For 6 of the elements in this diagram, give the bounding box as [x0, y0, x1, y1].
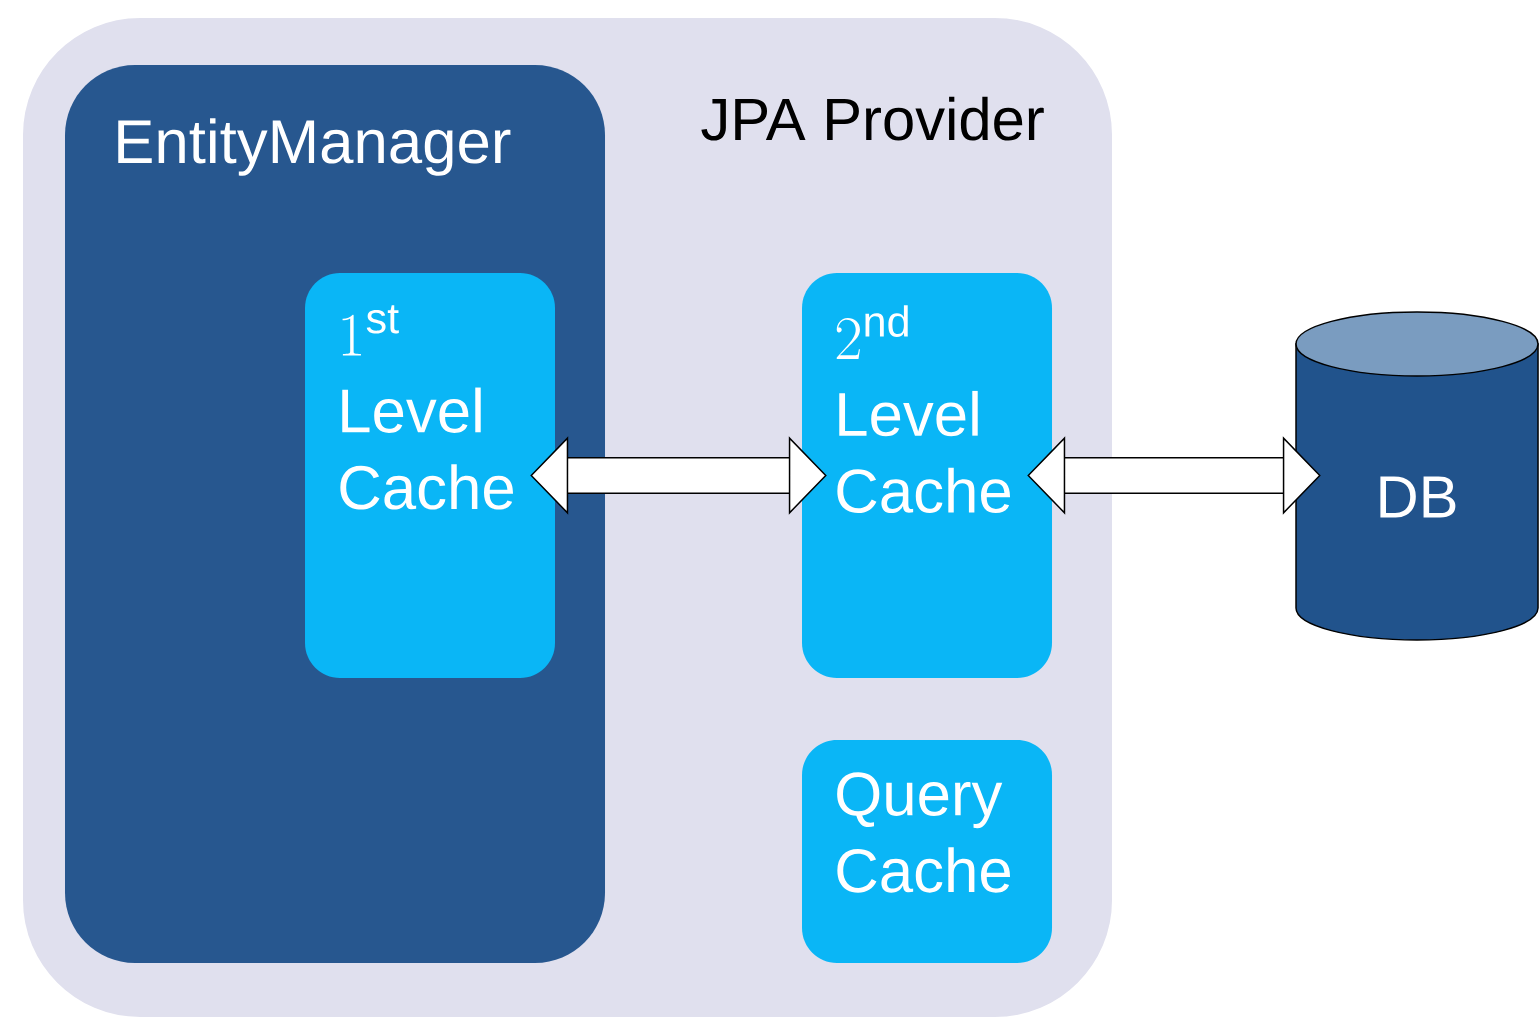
cache-box: $2^{\mathrm{nd}}$ Level Cache: [802, 273, 1052, 678]
cache-box: $1^{\mathrm{st}}$ Level Cache: [305, 273, 555, 678]
database-cylinder: DB: [1295, 311, 1539, 641]
double-arrow: [530, 436, 827, 515]
cache-box: Query Cache: [802, 740, 1052, 963]
double-arrow: [1027, 436, 1321, 515]
